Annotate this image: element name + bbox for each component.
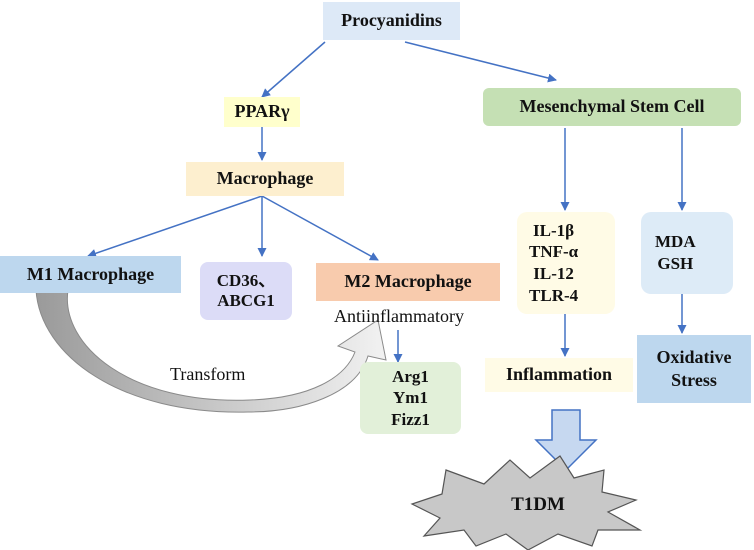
m1-macrophage-label: M1 Macrophage: [26, 263, 155, 284]
oxidative-label: Oxidative: [656, 346, 732, 367]
tnfa-label: TNF-α: [529, 242, 579, 262]
cd36-label: CD36、: [216, 270, 276, 290]
msc-label: Mesenchymal Stem Cell: [519, 96, 705, 117]
ppar-label: PPARγ: [234, 101, 290, 122]
stress-label: Stress: [671, 370, 717, 390]
procyanidins-node: Procyanidins: [323, 2, 460, 40]
tlr4-label: TLR-4: [529, 285, 579, 305]
m2-macrophage-node: M2 Macrophage: [316, 263, 500, 301]
m2-macrophage-label: M2 Macrophage: [344, 271, 472, 292]
transform-curved-arrow: [35, 289, 387, 413]
msc-node: Mesenchymal Stem Cell: [483, 88, 741, 126]
macrophage-label: Macrophage: [216, 168, 314, 189]
inflammation-label: Inflammation: [505, 364, 612, 385]
gsh-label: GSH: [657, 254, 694, 273]
il12-label: IL-12: [533, 264, 574, 283]
arrow-procyanidins-to-ppar: [261, 41, 326, 98]
mda-label: MDA: [655, 231, 696, 251]
inflammation-node: Inflammation: [485, 358, 633, 392]
fizz1-label: Fizz1: [391, 409, 430, 429]
oxidative-stress-node: Oxidative Stress: [637, 335, 751, 403]
antiinflammatory-label: Antiinflammatory: [334, 306, 464, 326]
abcg1-label: ABCG1: [217, 291, 275, 310]
cytokines-node: IL-1β TNF-α IL-12 TLR-4: [517, 212, 615, 314]
arrow-procyanidins-to-msc: [404, 41, 557, 83]
macrophage-node: Macrophage: [186, 162, 344, 196]
procyanidins-label: Procyanidins: [341, 10, 442, 31]
il1b-label: IL-1β: [533, 220, 575, 240]
ym1-label: Ym1: [393, 388, 428, 408]
cd36-abcg1-node: CD36、 ABCG1: [200, 262, 292, 320]
arrow-macrophage-to-m2: [261, 195, 379, 261]
arg1-ym1-fizz1-node: Arg1 Ym1 Fizz1: [360, 362, 461, 434]
t1dm-label: T1DM: [511, 493, 565, 515]
arrow-macrophage-to-m1: [87, 195, 263, 258]
transform-label: Transform: [170, 364, 246, 384]
m1-macrophage-node: M1 Macrophage: [0, 256, 181, 293]
ppar-node: PPARγ: [224, 97, 300, 127]
arg1-label: Arg1: [392, 367, 429, 387]
t1dm-starburst: [410, 455, 643, 550]
block-arrow-to-t1dm: [534, 409, 598, 472]
mda-gsh-node: MDA GSH: [641, 212, 733, 294]
